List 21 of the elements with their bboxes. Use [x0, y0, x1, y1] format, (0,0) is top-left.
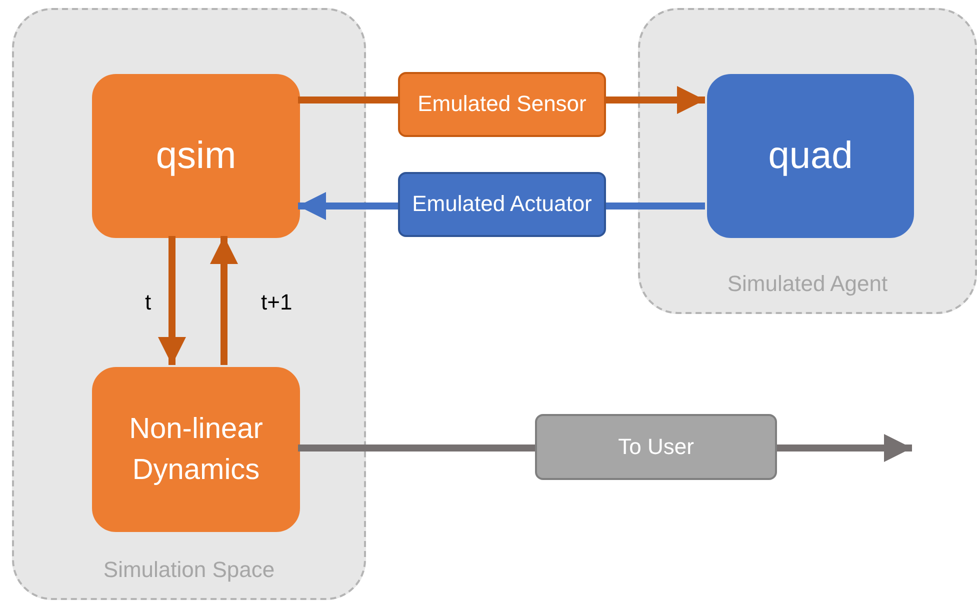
- group-panel: [12, 8, 366, 600]
- process-box: [92, 367, 300, 532]
- process-box: [398, 72, 606, 137]
- box-label: Non-linear Dynamics: [128, 412, 264, 488]
- arrow: [158, 236, 186, 365]
- process-box: [707, 74, 914, 238]
- box-label: To User: [618, 432, 694, 461]
- box-label: quad: [768, 134, 853, 178]
- arrow: [777, 434, 912, 462]
- process-box: [398, 172, 606, 237]
- group-label: Simulated Agent: [726, 270, 889, 298]
- box-label: Emulated Actuator: [412, 190, 592, 218]
- process-box: [92, 74, 300, 238]
- box-label: Emulated Sensor: [418, 90, 586, 118]
- arrow: [210, 236, 238, 365]
- group-label: Simulation Space: [102, 556, 276, 584]
- process-box: [535, 414, 777, 480]
- group-panel: [638, 8, 977, 314]
- arrow: [298, 192, 398, 220]
- box-label: qsim: [156, 134, 236, 178]
- arrow: [606, 86, 705, 114]
